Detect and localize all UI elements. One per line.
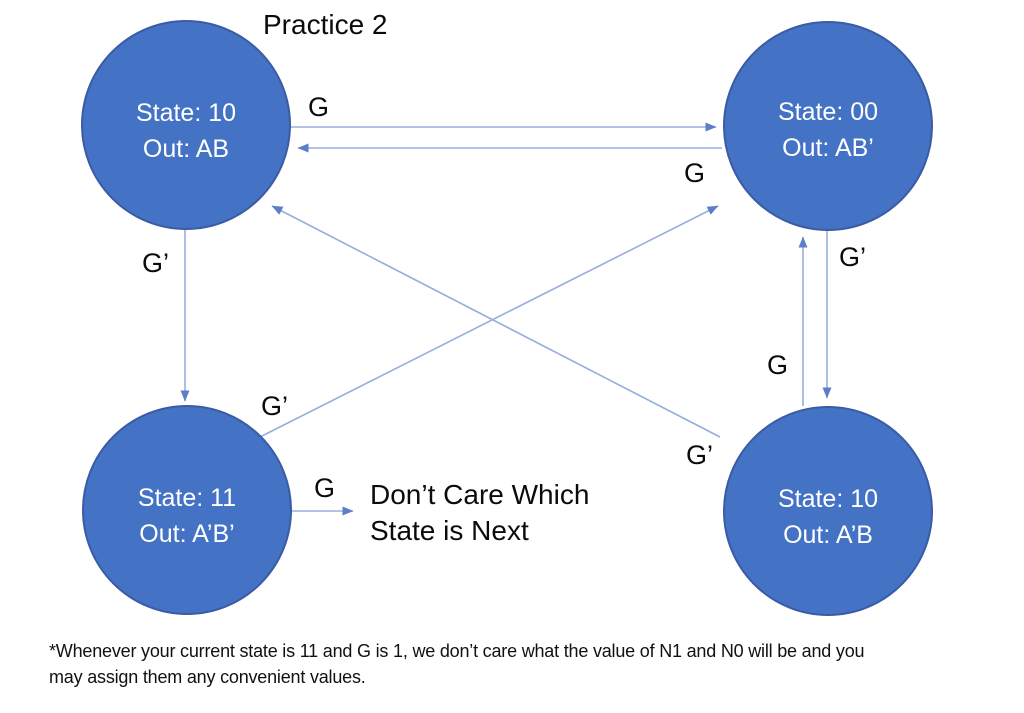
dont-care-note-line2: State is Next: [370, 515, 529, 546]
diagram-title: Practice 2: [263, 9, 388, 40]
footnote: *Whenever your current state is 11 and G…: [49, 639, 999, 690]
footnote-line1: *Whenever your current state is 11 and G…: [49, 641, 865, 661]
edge-label-br-to-tr: G: [767, 350, 788, 380]
edge-label-tl-to-bl: G’: [142, 248, 169, 278]
edge-label-tr-to-tl: G: [684, 158, 705, 188]
output-label: Out: AB’: [782, 134, 874, 162]
state-label: State: 10: [136, 99, 236, 127]
state-node-bottom-right: State: 10 Out: A’B: [723, 406, 933, 616]
state-circle-top-right: [723, 21, 933, 231]
output-label: Out: A’B’: [139, 520, 234, 548]
edge-label-bl-to-dont-care: G: [314, 473, 335, 503]
state-circle-bottom-right: [723, 406, 933, 616]
state-label: State: 11: [138, 484, 236, 512]
state-node-top-left: State: 10 Out: AB: [81, 20, 291, 230]
edge-label-bl-to-tr: G’: [261, 391, 288, 421]
state-circle-top-left: [81, 20, 291, 230]
dont-care-note-line1: Don’t Care Which: [370, 479, 589, 510]
output-label: Out: AB: [143, 135, 229, 163]
footnote-line2: may assign them any convenient values.: [49, 666, 366, 687]
edge-arrow-br-to-tl: [271, 205, 721, 438]
edge-label-tl-to-tr: G: [308, 92, 329, 122]
edge-arrow-bl-to-tr: [259, 205, 719, 438]
edge-label-tr-to-br: G’: [839, 242, 866, 272]
state-label: State: 00: [778, 98, 878, 126]
state-node-bottom-left: State: 11 Out: A’B’: [82, 405, 292, 615]
state-circle-bottom-left: [82, 405, 292, 615]
state-node-top-right: State: 00 Out: AB’: [723, 21, 933, 231]
edge-label-br-to-tl: G’: [686, 440, 713, 470]
state-diagram-svg: Practice 2 G G G’ G’ G’ G G’ G State: 10…: [81, 9, 933, 616]
output-label: Out: A’B: [783, 521, 873, 549]
state-label: State: 10: [778, 485, 878, 513]
